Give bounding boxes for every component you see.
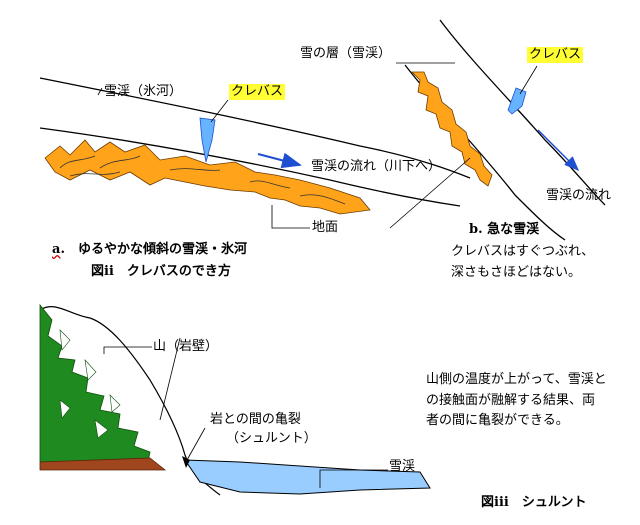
label-valley-glacier: 雪渓（氷河） (104, 84, 183, 99)
label-ground: 地面 (312, 220, 339, 235)
label-flow-a: 雪渓の流れ（川下へ） (311, 159, 442, 174)
leader-glacier-a (97, 87, 103, 96)
label-flow-b: 雪渓の流れ (546, 188, 612, 203)
ground-detail-lines (59, 155, 346, 205)
leader-crevasse-a (210, 99, 229, 123)
ground-layer (44, 139, 371, 215)
figure-b-drawing (389, 19, 606, 241)
figure-c-drawing (39, 303, 431, 496)
mountain-forest (39, 303, 151, 463)
leader-schrund (186, 427, 206, 461)
note-b-line2: 深さもさほどはない。 (451, 265, 582, 280)
label-crevasse-a: クレバス (229, 84, 286, 100)
leader-mountain (103, 346, 152, 354)
explanation-line1: 山側の温度が上がって、雪渓と (426, 372, 607, 387)
note-b-line1: クレバスはすぐつぶれ、 (451, 244, 595, 259)
leader-snowfield (319, 469, 388, 488)
label-snowfield: 雪渓 (389, 459, 416, 474)
figure-a-drawing (39, 77, 471, 229)
caption-letter-a: a (52, 242, 61, 257)
label-mountain: 山（岩壁） (153, 339, 219, 354)
glacier-lower-surface (39, 127, 461, 207)
steep-upper-surface (439, 19, 606, 206)
leader-ground-steep (389, 157, 471, 229)
label-crevasse-b: クレバス (527, 47, 584, 63)
explanation-line3: 者の間に亀裂ができる。 (426, 413, 569, 428)
label-schrund-line2: （シュルント） (226, 431, 317, 446)
caption-figure-a: a. ゆるやかな傾斜の雪渓・氷河 (52, 242, 247, 258)
figure-iii-caption: 図ⅲ シュルント (481, 495, 587, 510)
mountain-soil (39, 457, 167, 471)
snowfield (184, 459, 431, 495)
flow-arrow-a (257, 152, 302, 169)
leader-ground (271, 205, 310, 229)
leader-crevasse-b (519, 65, 538, 95)
crevasse-b (507, 87, 527, 115)
explanation-line2: の接触面が融解する結果、両 (426, 393, 596, 408)
forest-highlights (59, 329, 121, 439)
caption-rest-a: . ゆるやかな傾斜の雪渓・氷河 (60, 242, 247, 257)
caption-figure-b: b. 急な雪渓 (469, 222, 540, 237)
label-schrund-line1: 岩との間の亀裂 (210, 412, 301, 427)
leader-mountain-wall (159, 337, 181, 421)
flow-arrow-b (537, 129, 580, 172)
steep-ground-layer (411, 71, 493, 187)
label-snow-layer: 雪の層（雪渓） (300, 46, 392, 61)
figure-ii-caption: 図ⅱ クレバスのでき方 (91, 264, 231, 279)
glacier-upper-surface (39, 77, 471, 179)
